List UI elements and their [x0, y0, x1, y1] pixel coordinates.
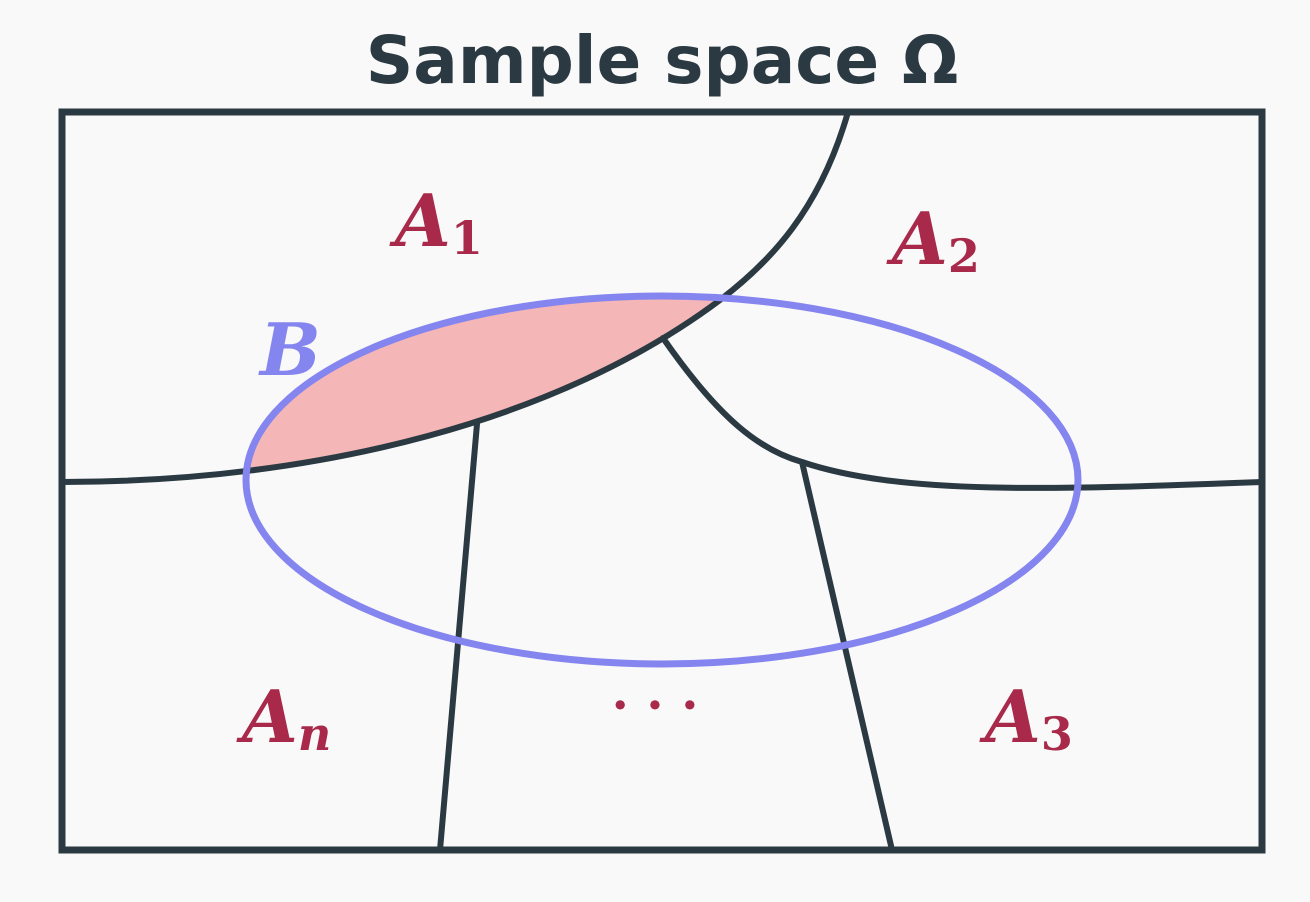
boundary-a2-a3	[660, 335, 1265, 491]
partition-label-a1: A1	[389, 178, 483, 265]
sample-space-border	[58, 108, 1266, 854]
partition-label-an: An	[236, 674, 331, 761]
partition-label-a2: A2	[886, 196, 980, 283]
diagram-title: Sample space Ω	[366, 22, 959, 99]
set-b-ellipse	[242, 292, 1082, 668]
set-b-label: B	[258, 307, 321, 392]
partition-ellipsis: · · ·	[611, 675, 698, 734]
partition-label-a3: A3	[979, 674, 1073, 761]
boundary-a1-lower	[59, 109, 851, 485]
boundary-a3-left	[799, 459, 895, 853]
